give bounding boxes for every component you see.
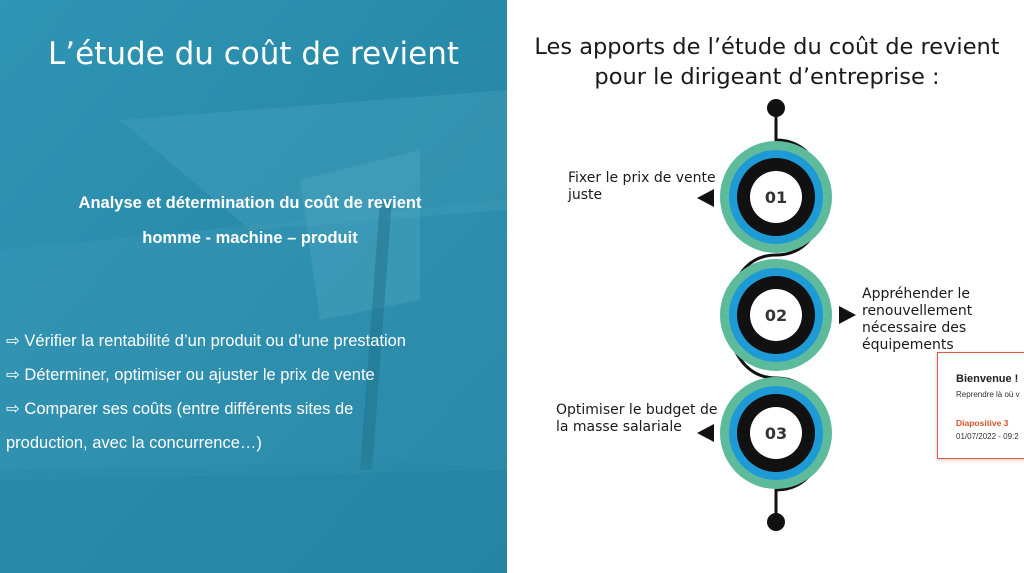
bullet-item: ⇨ Déterminer, optimiser ou ajuster le pr…: [6, 366, 375, 384]
step-label-3: Optimiser le budget de la masse salarial…: [556, 402, 718, 435]
right-title-line-1: Les apports de l’étude du coût de revien…: [534, 34, 1000, 60]
step-number-1: 01: [765, 188, 787, 207]
arrow-left-icon: [697, 424, 714, 442]
welcome-popup[interactable]: Bienvenue ! Reprendre là où v Diapositiv…: [937, 352, 1024, 459]
arrow-right-icon: [839, 306, 856, 324]
bullet-item: ⇨ Vérifier la rentabilité d’un produit o…: [6, 332, 406, 350]
right-panel-title: Les apports de l’étude du coût de revien…: [510, 32, 1024, 92]
popup-title: Bienvenue !: [956, 373, 1019, 385]
step-label-2: Appréhender le renouvellement nécessaire…: [862, 286, 973, 353]
step-number-2: 02: [765, 306, 787, 325]
step-circle-2: 02: [720, 259, 832, 371]
popup-slide-link[interactable]: Diapositive 3: [956, 418, 1009, 428]
left-panel-subtitle: Analyse et détermination du coût de revi…: [20, 186, 480, 256]
background-desk-image: [0, 0, 507, 573]
popup-date: 01/07/2022 - 09:2: [956, 432, 1019, 441]
top-dot: [767, 99, 785, 117]
bullet-item: ⇨ Comparer ses coûts (entre différents s…: [6, 400, 354, 418]
left-panel: L’étude du coût de revient Analyse et dé…: [0, 0, 507, 573]
bottom-dot: [767, 513, 785, 531]
step-circle-1: 01: [720, 141, 832, 253]
arrow-left-icon: [697, 189, 714, 207]
left-panel-title: L’étude du coût de revient: [47, 36, 460, 72]
subtitle-line-2: homme - machine – produit: [142, 229, 358, 247]
step-circle-3: 03: [720, 377, 832, 489]
subtitle-line-1: Analyse et détermination du coût de revi…: [78, 194, 422, 212]
step-label-1: Fixer le prix de vente juste: [568, 170, 716, 203]
step-number-3: 03: [765, 424, 787, 443]
right-title-line-2: pour le dirigeant d’entreprise :: [594, 64, 940, 90]
bullet-item: production, avec la concurrence…): [6, 434, 262, 452]
popup-resume-text[interactable]: Reprendre là où v: [956, 390, 1020, 399]
bullet-list: ⇨ Vérifier la rentabilité d’un produit o…: [6, 324, 501, 460]
